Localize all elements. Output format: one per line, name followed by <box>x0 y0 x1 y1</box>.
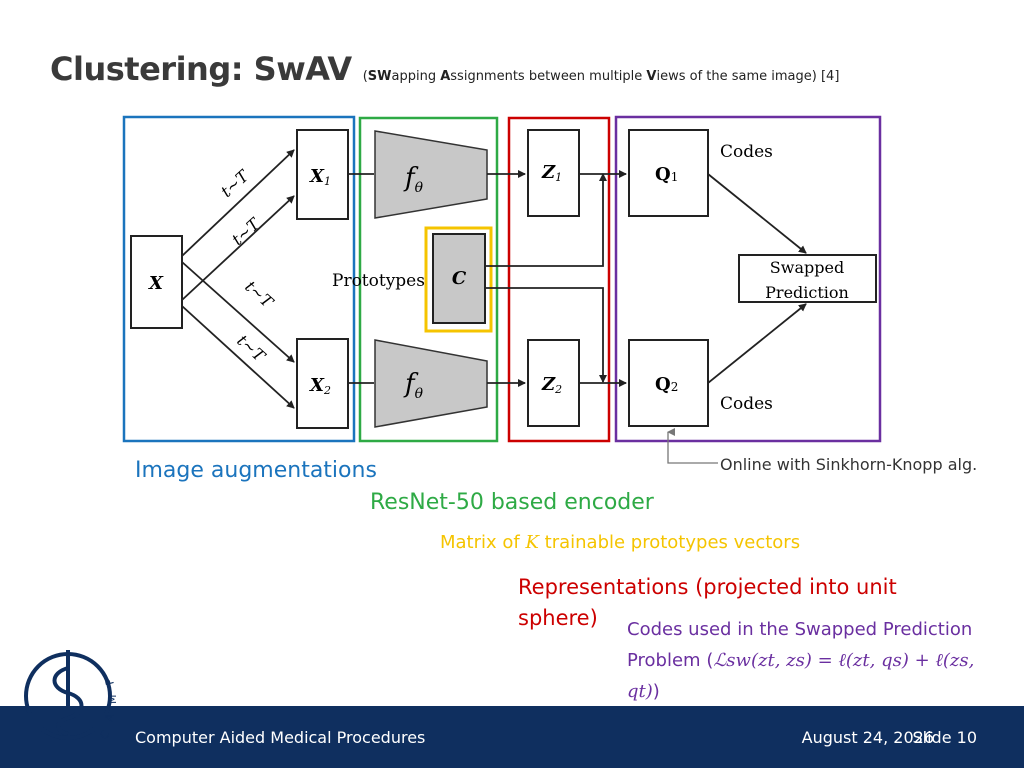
encoder-frame <box>358 116 499 443</box>
node-z2-label: Z2 <box>541 374 562 396</box>
node-x1-label: X1 <box>309 166 331 188</box>
augmentations-caption: Image augmentations <box>135 458 377 483</box>
node-x <box>130 235 183 329</box>
q1-to-swapped-arrow <box>707 173 807 254</box>
swapped-loss-formula: ℒsw(zt, zs) = ℓ(zt, qs) + ℓ(zs, qt) <box>627 650 975 702</box>
node-q2-label: Q2 <box>655 374 678 395</box>
aug-arrow-4 <box>181 305 295 409</box>
prototypes-label: Prototypes <box>332 271 425 291</box>
codes-frame <box>614 115 882 443</box>
node-q2 <box>628 339 709 427</box>
codes-label-bottom: Codes <box>720 394 773 414</box>
aug-arrow-1 <box>181 149 295 257</box>
slide-title-row: Clustering: SwAV (SWapping Assignments b… <box>50 50 839 88</box>
node-q1 <box>628 129 709 217</box>
node-x1 <box>296 129 349 220</box>
prototypes-caption: Matrix of K trainable prototypes vectors <box>440 532 801 553</box>
slide-subtitle: (SWapping Assignments between multiple V… <box>362 69 840 84</box>
node-x2-label: X2 <box>309 375 331 397</box>
augmentation-frame <box>122 115 356 443</box>
footer-date: August 24, 2026 <box>801 728 934 747</box>
aug-label-2: t~T <box>228 214 264 249</box>
footer-slide-number: Slide 10 <box>912 728 978 747</box>
footer-bar: Computer Aided Medical Procedures August… <box>0 706 1024 768</box>
prototypes-frame <box>424 226 493 333</box>
node-x2 <box>296 338 349 429</box>
swav-diagram: X X1 X2 t~T t~T t~T t~T fθ fθ Prototypes… <box>122 115 882 464</box>
node-c-label: C <box>452 268 467 289</box>
q2-to-swapped-arrow <box>707 303 807 384</box>
node-q1-label: Q1 <box>655 164 678 185</box>
sinkhorn-caption: Online with Sinkhorn-Knopp alg. <box>720 455 978 474</box>
swapped-prediction-line2: Prediction <box>765 283 849 302</box>
encoder-bottom <box>374 339 488 428</box>
slide-title: Clustering: SwAV <box>50 50 352 88</box>
encoder-top <box>374 130 488 219</box>
logo-letter-a: A <box>102 712 117 723</box>
node-z1-label: Z1 <box>541 162 562 184</box>
node-z2 <box>527 339 580 427</box>
codes-label-top: Codes <box>720 142 773 162</box>
node-z1 <box>527 129 580 217</box>
swapped-prediction-box <box>738 254 877 303</box>
aug-label-3: t~T <box>241 277 277 312</box>
node-x-label: X <box>148 273 164 294</box>
representations-caption: Representations (projected into unit sph… <box>518 575 897 630</box>
node-c <box>432 233 486 324</box>
representation-frame <box>507 116 611 443</box>
aug-label-1: t~T <box>217 166 253 201</box>
footer-institution: Computer Aided Medical Procedures <box>135 728 426 747</box>
c-to-q1-line <box>485 173 607 267</box>
logo-letter-m: M <box>106 695 119 705</box>
encoder-caption: ResNet-50 based encoder <box>370 490 654 515</box>
codes-caption: Codes used in the Swapped Prediction Pro… <box>627 619 975 733</box>
aug-arrow-2 <box>181 195 295 301</box>
c-to-q2-line <box>485 287 607 383</box>
aug-arrow-3 <box>181 261 295 363</box>
logo-letter-c: C <box>97 728 112 741</box>
swapped-prediction-line1: Swapped <box>770 258 844 277</box>
camp-logo-icon: C A M P <box>24 650 119 748</box>
logo-letter-p: P <box>103 676 117 686</box>
sinkhorn-pointer <box>667 428 718 464</box>
